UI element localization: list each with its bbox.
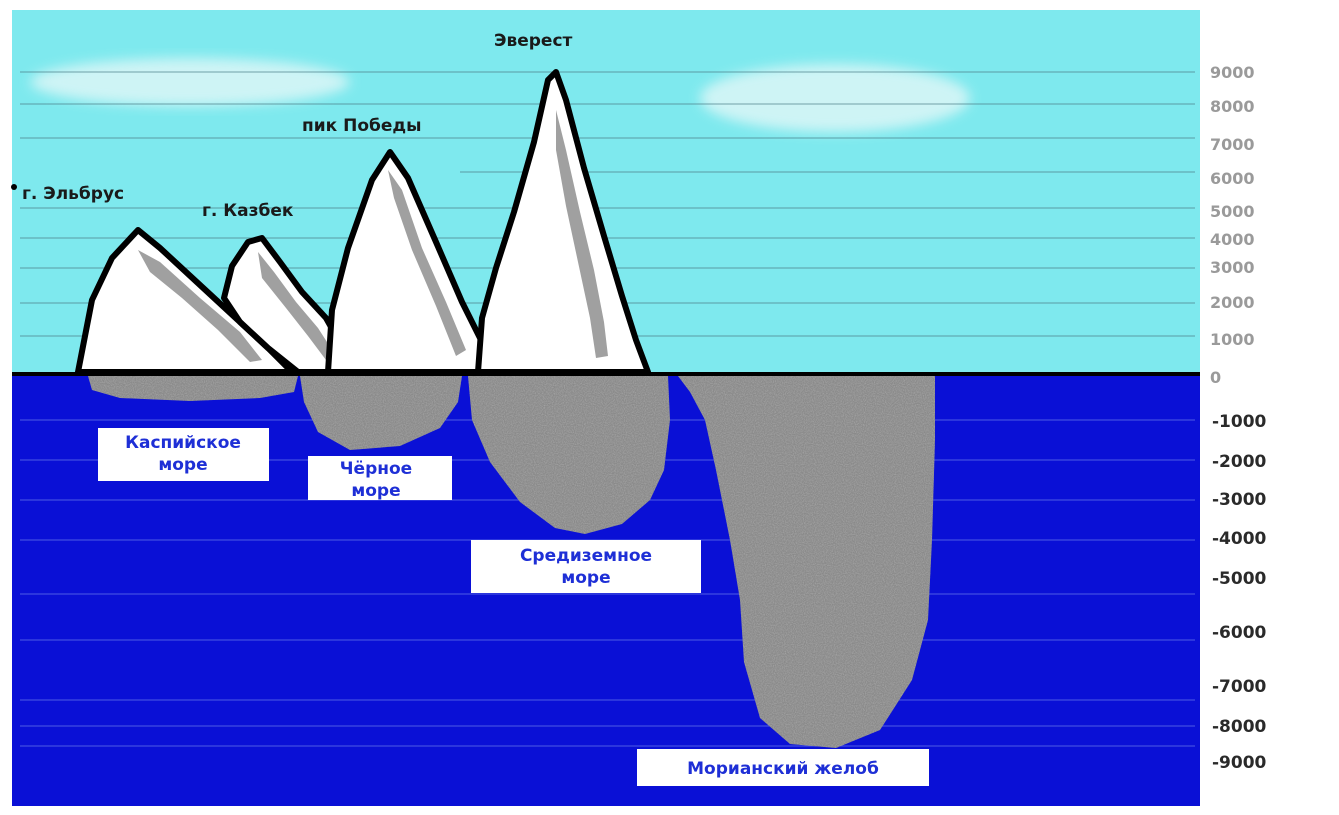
scale-tick-label: 3000 — [1210, 258, 1255, 277]
scale-tick-label: -4000 — [1212, 529, 1267, 549]
scale-tick-label: 0 — [1210, 368, 1221, 387]
label-elbrus: г. Эльбрус — [22, 184, 124, 204]
label-kazbek: г. Казбек — [202, 201, 294, 221]
scale-tick-label: -9000 — [1212, 753, 1267, 773]
scale-tick-label: -3000 — [1212, 490, 1267, 510]
cloud-right — [700, 64, 970, 132]
scale-tick-label: 1000 — [1210, 330, 1255, 349]
scale-tick-label: 6000 — [1210, 169, 1255, 188]
label-pik-pobedy: пик Победы — [302, 116, 422, 136]
label-everest: Эверест — [494, 31, 573, 51]
scale-tick-label: -2000 — [1212, 452, 1267, 472]
label-mariana-trench: Морианский желоб — [687, 759, 879, 779]
bullet-icon — [11, 184, 17, 190]
scale-tick-label: -1000 — [1212, 412, 1267, 432]
scale-tick-label: 7000 — [1210, 135, 1255, 154]
scale-tick-label: 8000 — [1210, 97, 1255, 116]
cloud-left — [30, 58, 350, 106]
scale-above-sea-level: 9000 8000 7000 6000 5000 4000 3000 2000 1000 0 — [1210, 63, 1255, 387]
scale-tick-label: -8000 — [1212, 717, 1267, 737]
scale-tick-label: 4000 — [1210, 230, 1255, 249]
scale-tick-label: -7000 — [1212, 677, 1267, 697]
scale-tick-label: -5000 — [1212, 569, 1267, 589]
scale-below-sea-level: -1000 -2000 -3000 -4000 -5000 -6000 -7000 -8000… — [1212, 412, 1267, 773]
scale-tick-label: 9000 — [1210, 63, 1255, 82]
scale-tick-label: -6000 — [1212, 623, 1267, 643]
scale-tick-label: 2000 — [1210, 293, 1255, 312]
scale-tick-label: 5000 — [1210, 202, 1255, 221]
